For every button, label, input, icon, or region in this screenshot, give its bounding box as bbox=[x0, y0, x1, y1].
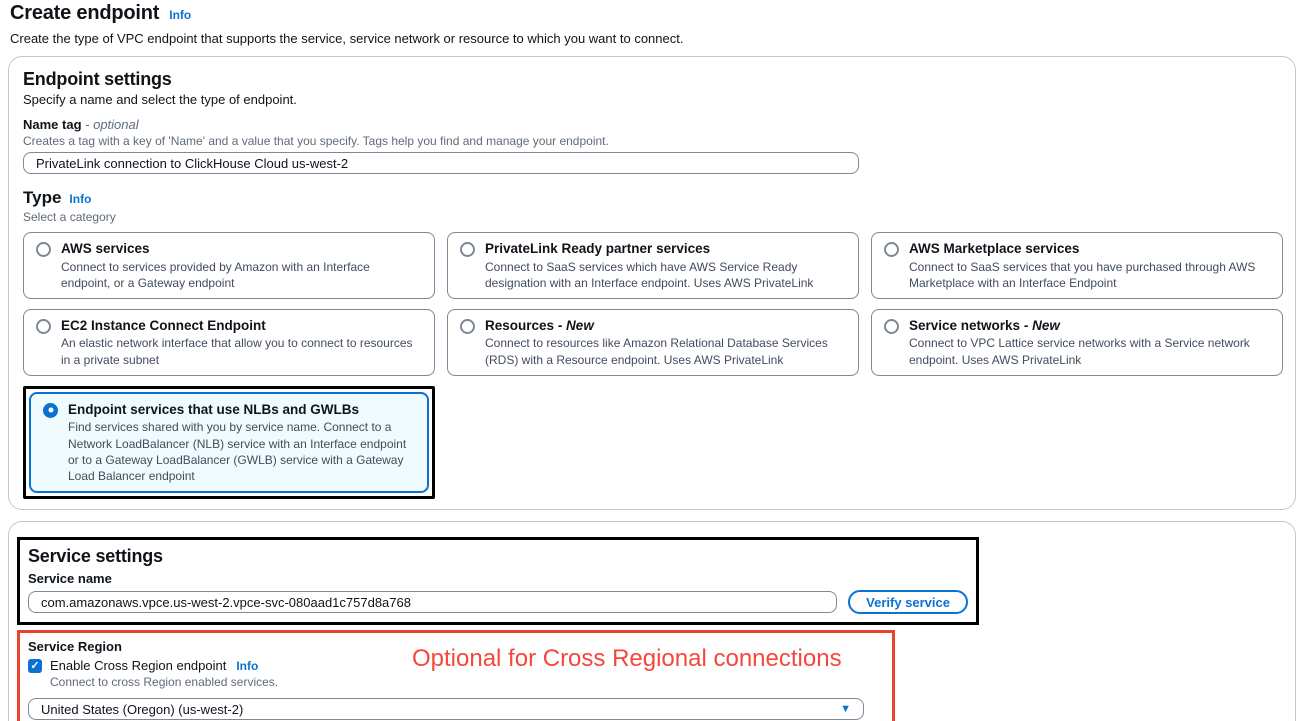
radio-icon[interactable] bbox=[36, 319, 51, 334]
radio-icon[interactable] bbox=[460, 242, 475, 257]
new-badge: - New bbox=[558, 318, 594, 333]
enable-cross-region-checkbox[interactable]: ✓ bbox=[28, 659, 42, 673]
service-region-selected-value: United States (Oregon) (us-west-2) bbox=[41, 702, 243, 717]
option-description: An elastic network interface that allow … bbox=[61, 335, 422, 367]
cross-region-annotation-note: Optional for Cross Regional connections bbox=[412, 645, 842, 673]
service-region-select[interactable]: United States (Oregon) (us-west-2) ▼ bbox=[28, 698, 864, 720]
type-header: Type Info bbox=[23, 188, 1281, 208]
option-description: Connect to SaaS services that you have p… bbox=[909, 259, 1270, 291]
service-name-input[interactable] bbox=[28, 591, 837, 613]
radio-icon[interactable] bbox=[884, 242, 899, 257]
type-heading: Type bbox=[23, 188, 61, 208]
cross-region-hint: Connect to cross Region enabled services… bbox=[50, 675, 884, 689]
service-name-label: Service name bbox=[28, 571, 968, 586]
option-title: Resources - New bbox=[485, 317, 846, 335]
page-info-link[interactable]: Info bbox=[169, 8, 191, 22]
type-option-privatelink-partner-services[interactable]: PrivateLink Ready partner services Conne… bbox=[447, 232, 859, 299]
option-title: Service networks - New bbox=[909, 317, 1270, 335]
radio-icon[interactable] bbox=[884, 319, 899, 334]
type-option-endpoint-services-nlb-gwlb[interactable]: Endpoint services that use NLBs and GWLB… bbox=[29, 392, 429, 493]
radio-selected-icon[interactable] bbox=[43, 403, 58, 418]
option-title: AWS services bbox=[61, 240, 422, 258]
option-description: Connect to VPC Lattice service networks … bbox=[909, 335, 1270, 367]
type-option-service-networks[interactable]: Service networks - New Connect to VPC La… bbox=[871, 309, 1283, 376]
service-settings-heading: Service settings bbox=[28, 546, 968, 567]
endpoint-settings-description: Specify a name and select the type of en… bbox=[23, 92, 1281, 107]
type-info-link[interactable]: Info bbox=[69, 192, 91, 206]
name-tag-hint: Creates a tag with a key of 'Name' and a… bbox=[23, 134, 1281, 148]
name-tag-input[interactable] bbox=[23, 152, 859, 174]
option-description: Find services shared with you by service… bbox=[68, 419, 415, 484]
new-badge: - New bbox=[1024, 318, 1060, 333]
service-settings-card: Service settings Service name Verify ser… bbox=[8, 521, 1296, 721]
verify-service-button[interactable]: Verify service bbox=[848, 590, 968, 614]
chevron-down-icon: ▼ bbox=[840, 703, 851, 715]
annotation-box-service-region: Service Region ✓ Enable Cross Region end… bbox=[17, 630, 895, 721]
type-option-resources[interactable]: Resources - New Connect to resources lik… bbox=[447, 309, 859, 376]
option-description: Connect to SaaS services which have AWS … bbox=[485, 259, 846, 291]
endpoint-settings-card: Endpoint settings Specify a name and sel… bbox=[8, 56, 1296, 510]
option-title: PrivateLink Ready partner services bbox=[485, 240, 846, 258]
radio-icon[interactable] bbox=[460, 319, 475, 334]
cross-region-info-link[interactable]: Info bbox=[236, 659, 258, 673]
option-title: AWS Marketplace services bbox=[909, 240, 1270, 258]
enable-cross-region-label: Enable Cross Region endpoint bbox=[50, 658, 226, 673]
type-option-aws-marketplace-services[interactable]: AWS Marketplace services Connect to SaaS… bbox=[871, 232, 1283, 299]
type-option-ec2-instance-connect[interactable]: EC2 Instance Connect Endpoint An elastic… bbox=[23, 309, 435, 376]
page-subtitle: Create the type of VPC endpoint that sup… bbox=[10, 31, 1296, 46]
annotation-box-selected-type: Endpoint services that use NLBs and GWLB… bbox=[23, 386, 435, 499]
name-tag-label: Name tag - optional bbox=[23, 117, 1281, 132]
option-title: Endpoint services that use NLBs and GWLB… bbox=[68, 401, 415, 419]
option-description: Connect to services provided by Amazon w… bbox=[61, 259, 422, 291]
endpoint-settings-heading: Endpoint settings bbox=[23, 69, 1281, 90]
option-title: EC2 Instance Connect Endpoint bbox=[61, 317, 422, 335]
type-option-aws-services[interactable]: AWS services Connect to services provide… bbox=[23, 232, 435, 299]
name-tag-optional: - optional bbox=[85, 117, 138, 132]
annotation-box-service-settings: Service settings Service name Verify ser… bbox=[17, 537, 979, 625]
type-options-grid: AWS services Connect to services provide… bbox=[23, 232, 1281, 499]
page-title: Create endpoint bbox=[10, 2, 159, 25]
page-header: Create endpoint Info bbox=[8, 2, 1296, 25]
type-hint: Select a category bbox=[23, 210, 1281, 224]
option-description: Connect to resources like Amazon Relatio… bbox=[485, 335, 846, 367]
radio-icon[interactable] bbox=[36, 242, 51, 257]
